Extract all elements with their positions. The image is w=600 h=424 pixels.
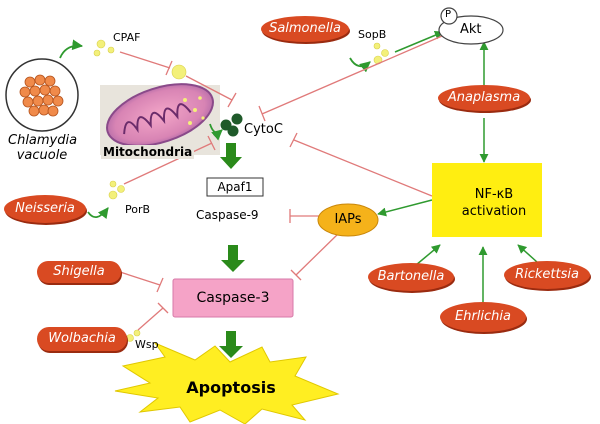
rickettsia-to-nfkb-arrow — [517, 244, 538, 263]
pathogen-neisseria-label: Neisseria — [15, 201, 75, 216]
sopb-to-akt-arrow — [394, 30, 444, 53]
cpaf-label: CPAF — [113, 31, 141, 44]
pathogen-salmonella: Salmonella — [261, 16, 349, 42]
wsp-label: Wsp — [135, 338, 159, 351]
nfkb-inhibits-cytoc-line — [289, 132, 433, 197]
mito-to-cytoc-arrow — [209, 123, 223, 141]
akt-label: Akt — [460, 22, 482, 37]
shigella-inhibits-line — [119, 271, 164, 293]
nfkb-to-iaps-arrow — [377, 199, 433, 217]
porb-to-neisseria-arrow — [87, 207, 109, 220]
akt-node — [438, 15, 504, 45]
pathogen-ehrlichia-label: Ehrlichia — [455, 309, 511, 324]
caspase9-to-caspase3-arrow — [221, 245, 245, 272]
apoptosis-burst — [114, 341, 340, 424]
apaf1-label: Apaf1 — [217, 180, 253, 194]
nfkb-label-line1: NF-κB — [474, 187, 514, 202]
pathogen-salmonella-label: Salmonella — [269, 21, 341, 36]
chlamydia-label-line2: vacuole — [16, 148, 68, 163]
iaps-node — [317, 203, 379, 237]
pathogen-ehrlichia: Ehrlichia — [440, 302, 526, 332]
iaps-label: IAPs — [334, 212, 362, 227]
mitochondria-icon — [100, 83, 220, 155]
apoptosis-label: Apoptosis — [186, 378, 276, 397]
cpaf-inhibits-cytoc-line — [185, 75, 237, 108]
chlamydia-label: Chlamydia vacuole — [8, 133, 78, 163]
mitochondria-label: Mitochondria — [101, 145, 195, 159]
chlamydia-to-cpaf-arrow — [59, 39, 84, 59]
chlamydia-label-line1: Chlamydia — [8, 133, 78, 148]
sopb-label: SopB — [358, 28, 387, 41]
chlamydia-vacuole-icon — [5, 58, 79, 132]
cytoc-label: CytoC — [244, 122, 283, 137]
porb-label: PorB — [125, 203, 151, 216]
pathogen-anaplasma-label: Anaplasma — [447, 90, 521, 105]
caspase3-label: Caspase-3 — [196, 290, 270, 306]
iaps-inhibits-caspase9-line — [289, 209, 320, 223]
iaps-inhibits-caspase3-line — [290, 231, 341, 281]
cpaf-inhibits-line — [119, 51, 173, 76]
akt-phospho-label: P — [445, 9, 452, 20]
pathogen-wolbachia-label: Wolbachia — [48, 331, 116, 346]
pathogen-rickettsia: Rickettsia — [504, 261, 590, 289]
nfkb-box — [432, 163, 542, 237]
bartonella-to-nfkb-arrow — [415, 244, 441, 266]
pathogen-neisseria: Neisseria — [4, 195, 86, 223]
pathogen-wolbachia: Wolbachia — [37, 327, 127, 351]
pathogen-rickettsia-label: Rickettsia — [515, 267, 579, 282]
nfkb-label-line2: activation — [461, 204, 527, 219]
pathogen-shigella-label: Shigella — [53, 264, 105, 279]
akt-phospho-icon — [440, 7, 458, 25]
apaf1-box — [206, 177, 264, 197]
pathogen-shigella: Shigella — [37, 261, 121, 283]
caspase3-box — [172, 278, 294, 318]
pathogen-bartonella-label: Bartonella — [377, 269, 445, 284]
caspase3-to-apoptosis-arrow — [219, 331, 243, 358]
pathogen-bartonella: Bartonella — [368, 263, 454, 291]
cytoc-to-apaf1-arrow — [220, 143, 242, 169]
akt-inhibits-cytoc-line — [258, 35, 443, 122]
porb-inhibits-line — [123, 135, 216, 185]
sopb-dot-arrow — [349, 57, 371, 73]
pathogen-anaplasma: Anaplasma — [438, 85, 530, 111]
cytoc-icon — [220, 113, 243, 137]
wsp-inhibits-line — [137, 302, 169, 331]
caspase9-label: Caspase-9 — [196, 208, 259, 222]
nfkb-label: NF-κB activation — [447, 186, 541, 220]
protein-dots — [93, 39, 389, 342]
